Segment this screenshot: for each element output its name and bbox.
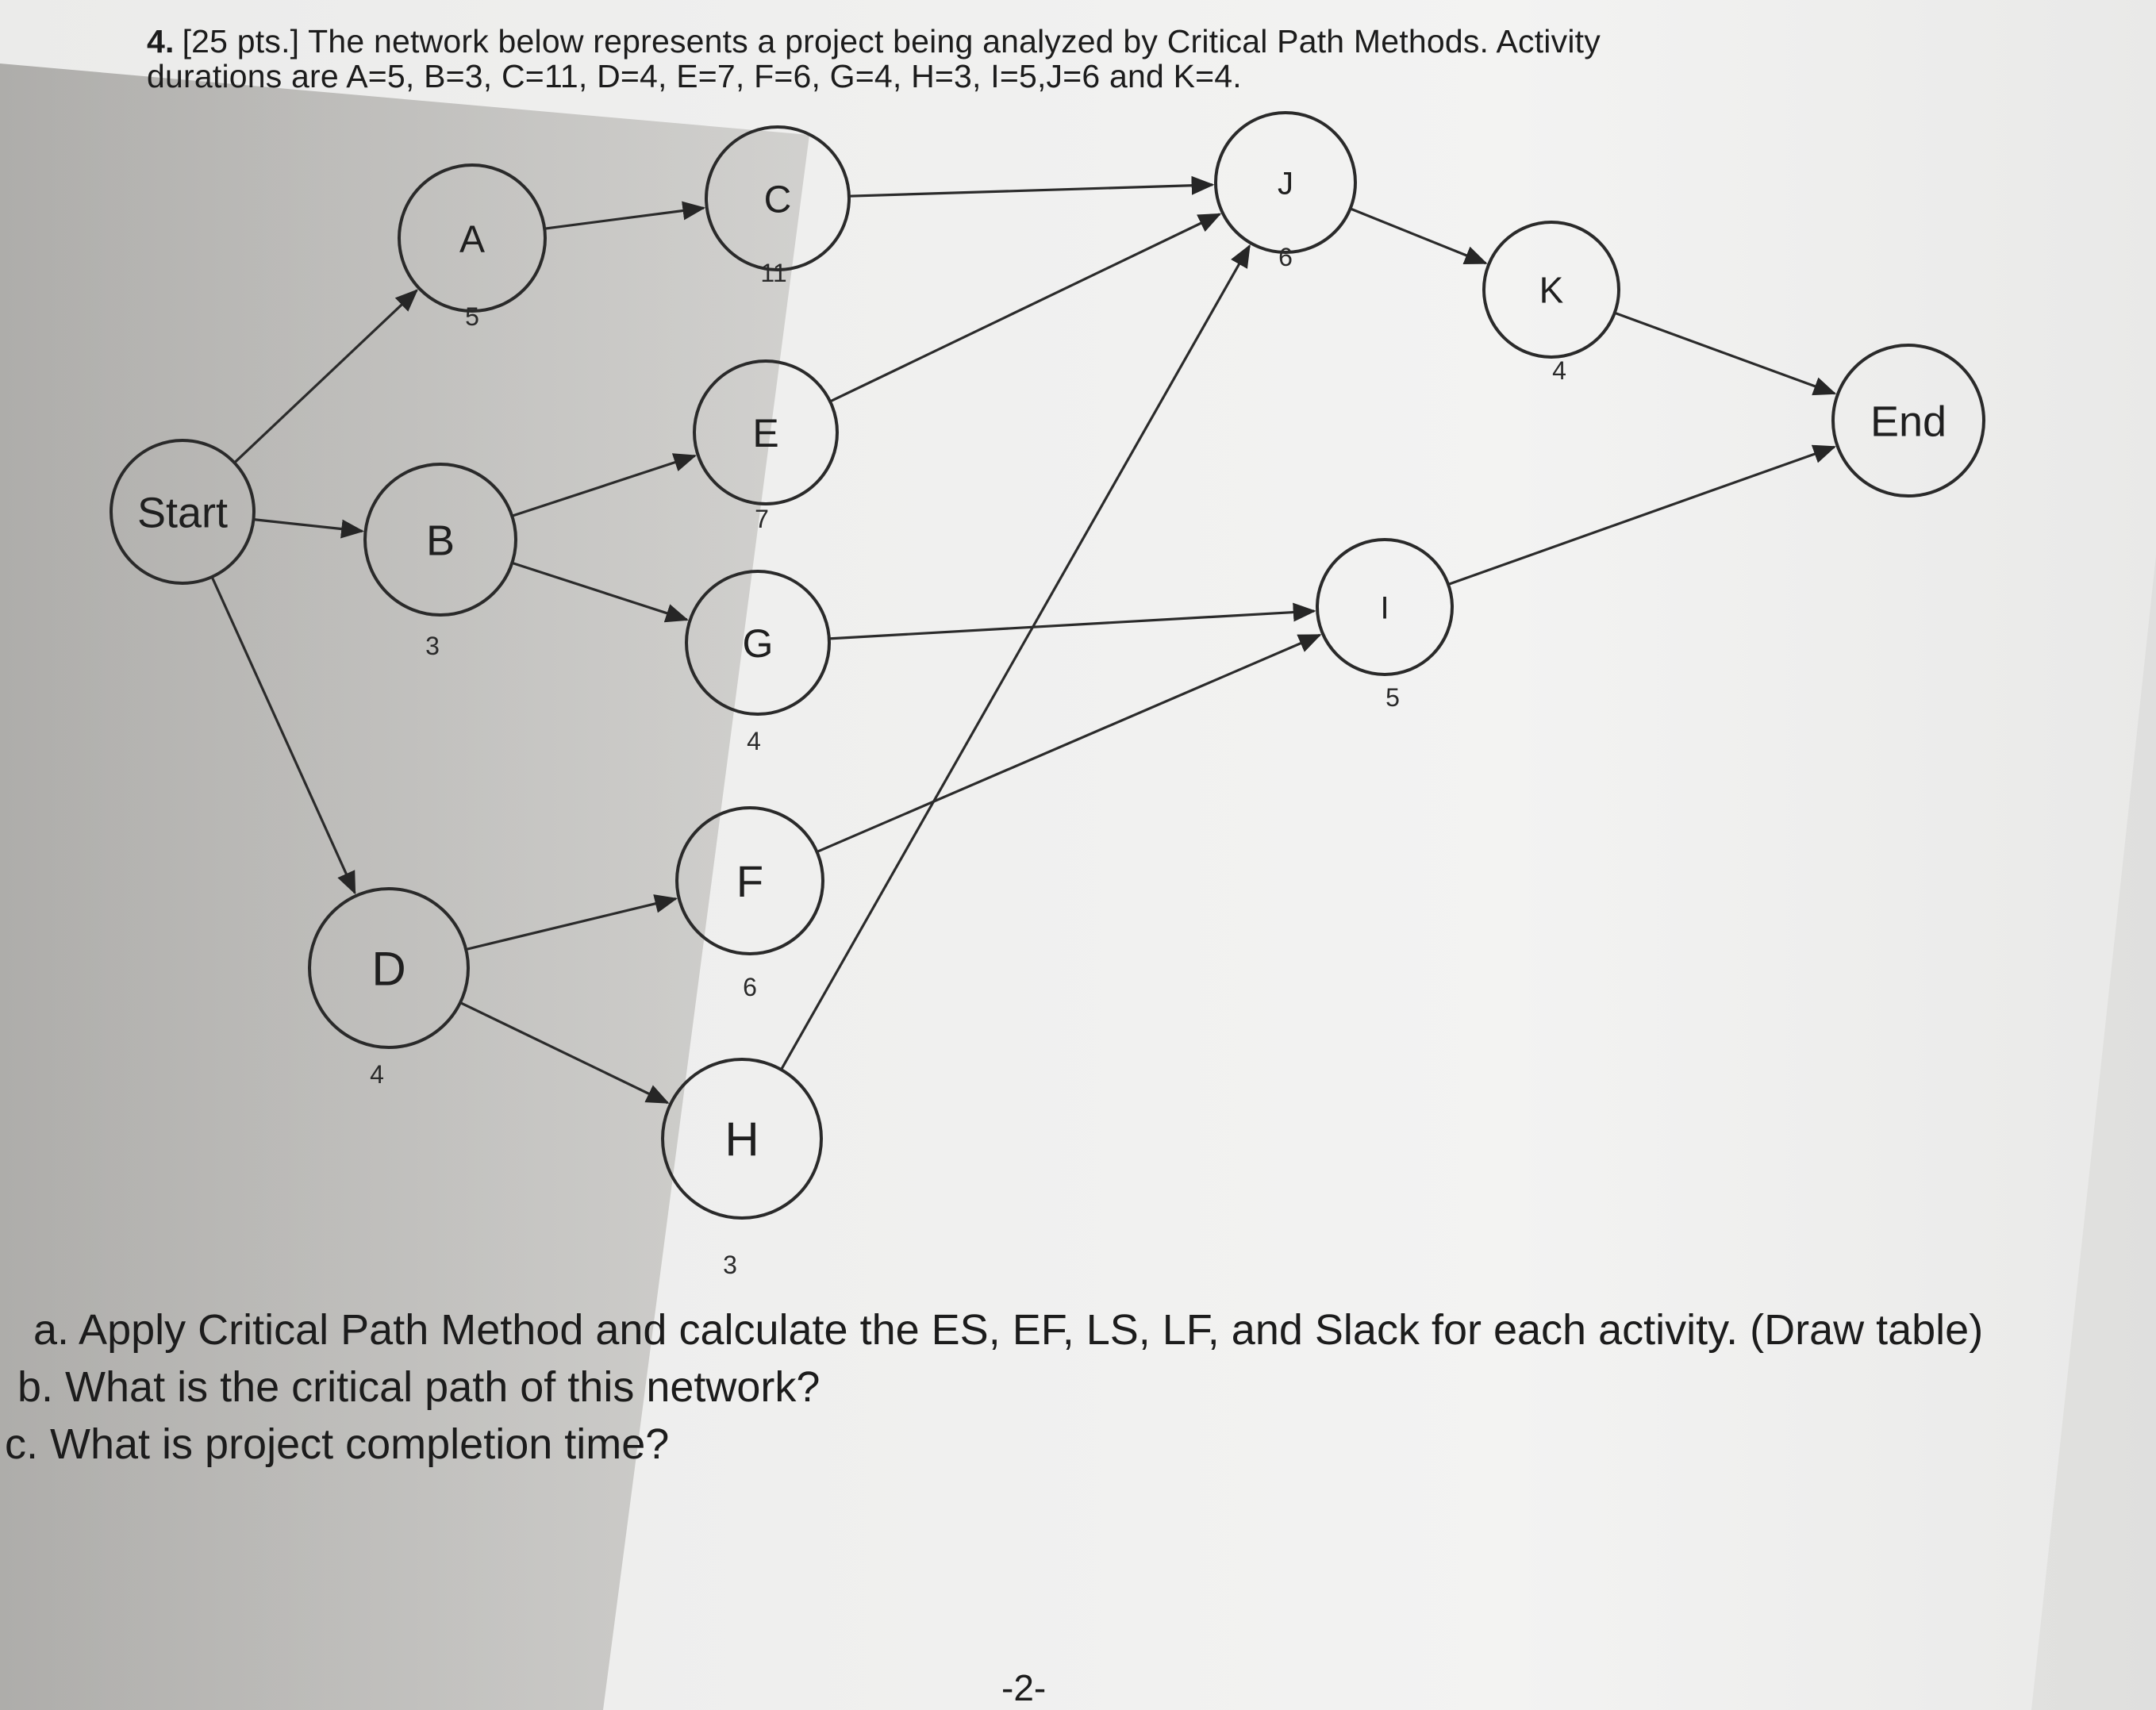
- question-points: [25 pts.]: [182, 23, 300, 60]
- node-label: J: [1278, 166, 1293, 201]
- node-circle: [693, 359, 839, 505]
- node-duration: 4: [370, 1060, 384, 1089]
- node-circle: [685, 570, 831, 716]
- node-duration: 6: [743, 973, 757, 1001]
- node-label: End: [1870, 398, 1947, 445]
- question-b: b. What is the critical path of this net…: [17, 1363, 821, 1411]
- edge-b-to-e: [511, 453, 697, 517]
- question-c: c. What is project completion time?: [5, 1420, 670, 1468]
- node-duration: 11: [760, 259, 786, 287]
- node-circle: [661, 1058, 823, 1220]
- node-i: I5: [1316, 538, 1454, 712]
- node-label: G: [743, 621, 774, 666]
- node-circle: [1482, 221, 1620, 359]
- edge-f-to-i: [816, 633, 1322, 854]
- node-circle: [705, 125, 851, 271]
- edge-i-to-end: [1447, 444, 1836, 586]
- node-circle: [110, 439, 256, 585]
- node-label: B: [426, 517, 455, 564]
- node-a: A5: [398, 163, 547, 331]
- node-label: K: [1539, 270, 1564, 311]
- node-circle: [1831, 344, 1985, 498]
- node-circle: [363, 463, 517, 617]
- question-text-line1: The network below represents a project b…: [308, 23, 1601, 60]
- node-circle: [1214, 111, 1357, 254]
- node-duration: 5: [465, 302, 479, 331]
- question-number: 4.: [147, 23, 175, 60]
- edge-j-to-k: [1350, 207, 1488, 265]
- edge-start-to-d: [210, 576, 356, 895]
- node-duration: 7: [755, 505, 769, 533]
- node-label: H: [724, 1113, 759, 1166]
- node-j: J6: [1214, 111, 1357, 271]
- node-label: Start: [137, 489, 228, 536]
- node-c: C 11: [705, 125, 851, 287]
- node-duration: 4: [1552, 356, 1566, 385]
- node-duration: 3: [425, 632, 440, 660]
- node-e: E7: [693, 359, 839, 533]
- edge-k-to-end: [1614, 311, 1837, 396]
- node-circle: [398, 163, 547, 313]
- node-start: Start: [110, 439, 256, 585]
- edge-d-to-h: [459, 1001, 670, 1105]
- question-a: a. Apply Critical Path Method and calcul…: [33, 1306, 1984, 1354]
- node-duration: 3: [723, 1251, 737, 1279]
- question-text-line2: durations are A=5, B=3, C=11, D=4, E=7, …: [147, 58, 1242, 94]
- edge-g-to-i: [828, 602, 1316, 640]
- edge-start-to-a: [233, 289, 418, 464]
- node-circle: [675, 806, 824, 955]
- node-end: End: [1831, 344, 1985, 498]
- node-k: K4: [1482, 221, 1620, 385]
- node-label: F: [736, 856, 763, 906]
- node-duration: 6: [1278, 243, 1293, 271]
- node-circle: [308, 887, 470, 1049]
- edge-start-to-b: [253, 518, 364, 539]
- question-header: 4.[25 pts.] The network below represents…: [147, 24, 1813, 94]
- node-label: A: [459, 218, 485, 260]
- node-label: C: [764, 179, 792, 221]
- edge-a-to-c: [544, 201, 706, 230]
- network-edges: [210, 175, 1837, 1105]
- node-label: I: [1380, 590, 1389, 625]
- node-g: G4: [685, 570, 831, 755]
- node-duration: 4: [747, 727, 761, 755]
- node-b: B3: [363, 463, 517, 660]
- node-f: F6: [675, 806, 824, 1001]
- node-d: D4: [308, 887, 470, 1089]
- node-label: E: [752, 411, 778, 455]
- edge-c-to-j: [848, 175, 1215, 198]
- edge-h-to-j: [780, 244, 1251, 1070]
- edge-e-to-j: [829, 213, 1222, 403]
- edge-d-to-f: [465, 894, 678, 951]
- page-number: -2-: [1001, 1667, 1047, 1708]
- node-duration: 5: [1385, 683, 1400, 712]
- edge-b-to-g: [511, 561, 689, 623]
- node-h: H3: [661, 1058, 823, 1279]
- node-circle: [1316, 538, 1454, 676]
- node-label: D: [371, 943, 405, 996]
